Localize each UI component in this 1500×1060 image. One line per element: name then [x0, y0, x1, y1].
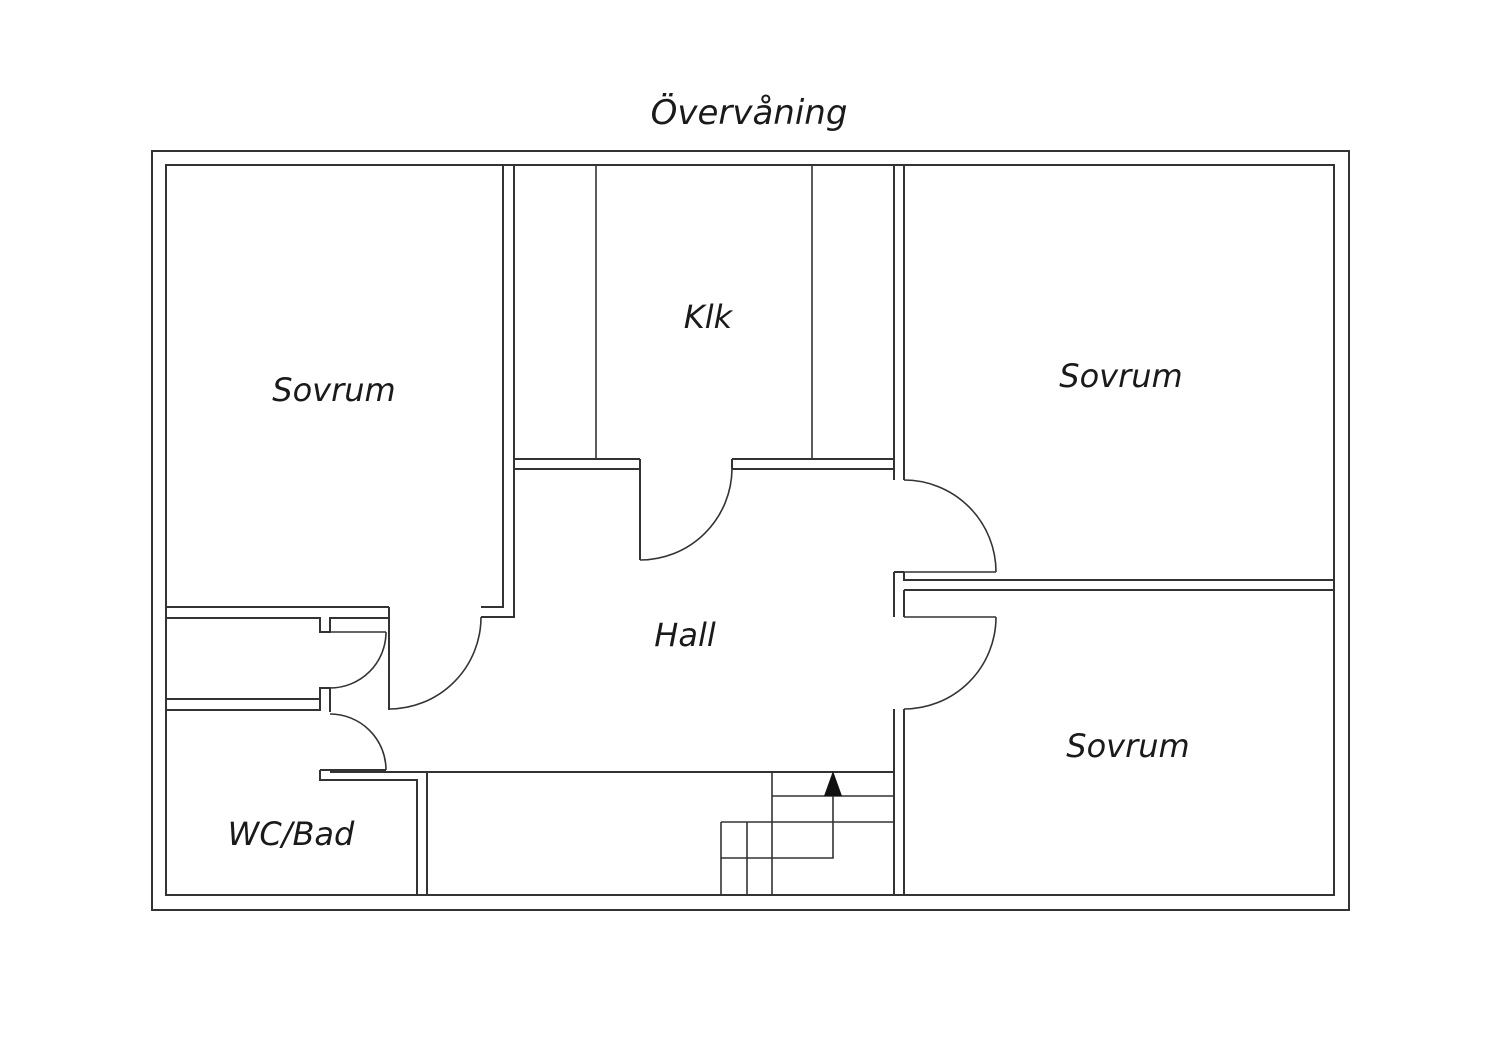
- room-label-bath: WC/Bad: [228, 815, 355, 853]
- door-bath: [329, 713, 387, 771]
- door-bedroom-bottom-right: [903, 616, 997, 710]
- floor-title: Övervåning: [651, 92, 848, 133]
- outer-walls: [151, 150, 1350, 911]
- room-bedroom-left-walls: [166, 165, 515, 710]
- room-label-klk: Klk: [684, 298, 734, 336]
- doors: [329, 468, 997, 771]
- stairs: [720, 771, 894, 895]
- room-label-hall: Hall: [654, 616, 716, 654]
- room-label-bedroom-bottom-right: Sovrum: [1066, 727, 1189, 765]
- door-closet: [329, 631, 387, 689]
- door-bedroom-left: [388, 616, 482, 710]
- door-bedroom-top-right: [903, 479, 997, 573]
- door-klk: [639, 468, 733, 561]
- room-label-bedroom-left: Sovrum: [272, 371, 395, 409]
- room-small-closets-walls: [166, 617, 894, 895]
- stairs-direction-arrow-icon: [824, 771, 842, 796]
- room-klk-walls: [514, 165, 895, 560]
- room-bedrooms-right-walls: [893, 165, 1334, 895]
- room-label-bedroom-top-right: Sovrum: [1059, 357, 1182, 395]
